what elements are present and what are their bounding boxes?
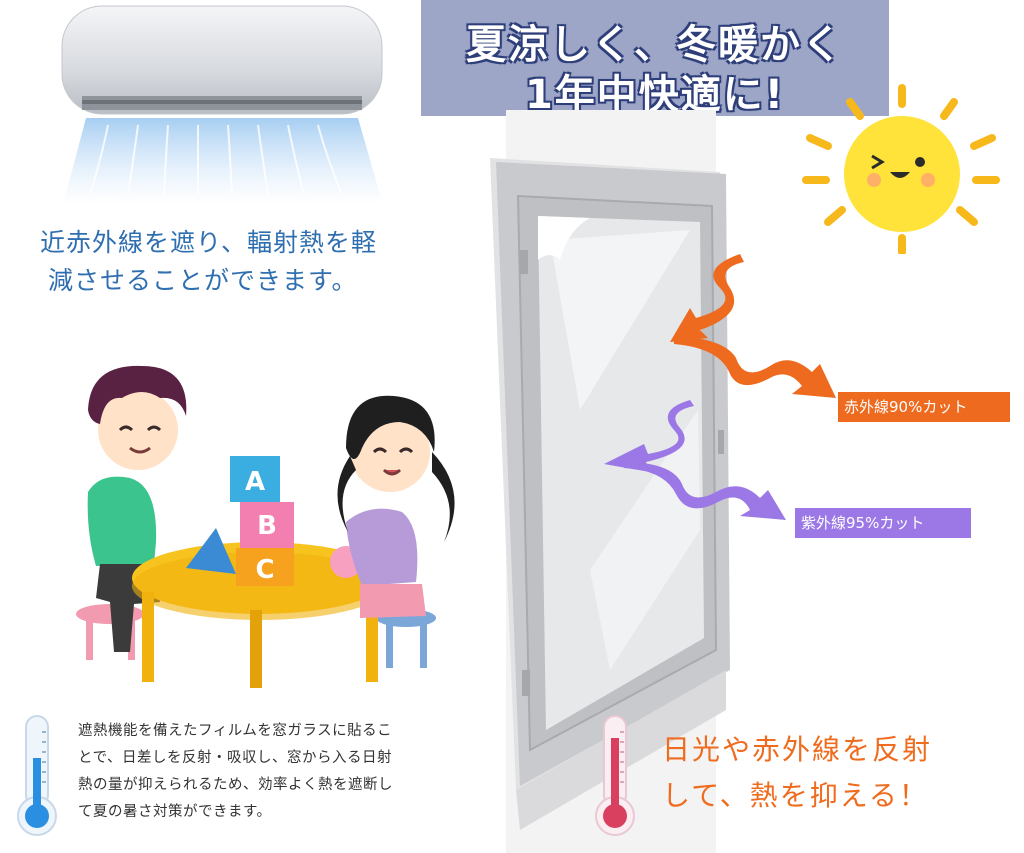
reflect-line-1: 日光や赤外線を反射: [662, 733, 933, 766]
description-line-1: 遮熱機能を備えたフィルムを窓ガラスに貼るこ: [78, 723, 393, 739]
description: 遮熱機能を備えたフィルムを窓ガラスに貼るこ とで、日差しを反射・吸収し、窓から入…: [78, 718, 478, 826]
reflect-line-2: して、熱を抑える！: [662, 779, 929, 812]
block-a-label: A: [245, 467, 265, 497]
reflect-tagline: 日光や赤外線を反射 して、熱を抑える！: [662, 727, 1002, 819]
air-conditioner-icon: [61, 5, 383, 205]
tagline-line-1: 近赤外線を遮り、輻射熱を軽: [40, 228, 378, 257]
cold-thermometer-icon: [17, 715, 57, 836]
infrared-cut-label: 赤外線90%カット: [838, 392, 1010, 422]
sun-icon: [802, 84, 1000, 254]
tagline-line-2: 減させることができます。: [48, 266, 358, 295]
infrared-arrow-icon: [670, 254, 836, 398]
block-c-label: C: [255, 555, 274, 585]
block-b-label: B: [257, 511, 277, 541]
ultraviolet-cut-label: 紫外線95%カット: [795, 508, 971, 538]
description-line-2: とで、日差しを反射・吸収し、窓から入る日射: [78, 750, 392, 766]
window-icon: [490, 110, 730, 853]
hot-thermometer-icon: [595, 715, 635, 836]
children-illustration: A B C: [76, 365, 455, 688]
description-line-4: て夏の暑さ対策ができます。: [78, 804, 272, 820]
description-line-3: 熱の量が抑えられるため、効率よく熱を遮断し: [78, 777, 393, 793]
ultraviolet-arrow-icon: [604, 400, 786, 520]
tagline: 近赤外線を遮り、輻射熱を軽 減させることができます。: [40, 224, 460, 300]
title-line-1: 夏涼しく、冬暖かく: [466, 22, 844, 68]
